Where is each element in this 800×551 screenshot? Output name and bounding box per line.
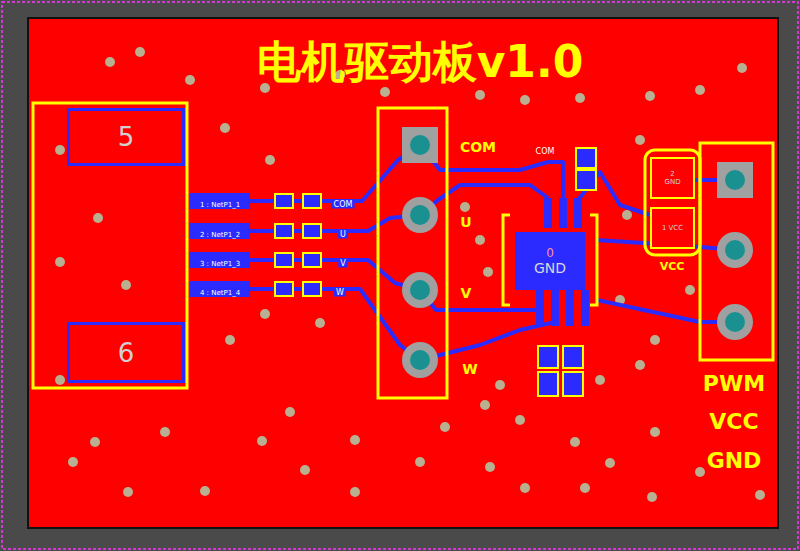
pin-label: W <box>462 361 477 377</box>
power-header-pins <box>717 162 753 340</box>
ic-outline <box>503 215 597 305</box>
node-text: 2 GND <box>662 170 684 186</box>
pin-label-holder: U <box>460 212 471 231</box>
node-text: 0 <box>546 246 554 260</box>
net-label: COM <box>332 200 355 209</box>
capacitor-outline <box>645 150 700 255</box>
pin-label-holder: W <box>462 359 477 378</box>
traces <box>250 145 735 360</box>
connector-pad: 5 <box>67 108 185 166</box>
connector-pad: 6 <box>67 322 185 383</box>
capacitor-pad: 2 GND <box>650 157 695 199</box>
silk-label-holder: VCC <box>660 255 685 274</box>
net-label-holder: V <box>338 251 347 270</box>
node-text: GND <box>534 260 566 276</box>
net-label-holder: COM <box>332 192 355 211</box>
pad-net-name-holder: 1 : NetP1_1 <box>200 192 240 211</box>
pin-label-holder: COM <box>460 137 496 156</box>
board-title-holder: 电机驱动板v1.0 <box>257 33 584 92</box>
net-label: COM <box>535 147 556 156</box>
pin-label-holder: V <box>461 283 472 302</box>
power-pin-label: GND <box>707 448 762 473</box>
net-label-holder: W <box>334 280 346 299</box>
pad-net-name: 2 : NetP1_2 <box>200 231 240 239</box>
ic-body: 0GND <box>515 232 585 290</box>
vias <box>55 47 765 502</box>
net-label: W <box>334 288 346 297</box>
pin-label: COM <box>460 139 496 155</box>
series-resistors <box>275 194 321 296</box>
node-text: 6 <box>118 338 135 368</box>
header-pins <box>402 127 438 378</box>
net-label: V <box>338 259 347 268</box>
header-outline <box>378 108 447 398</box>
power-pin-label-holder: VCC <box>709 409 758 434</box>
capacitor-pad: 1 VCC <box>650 207 695 249</box>
net-label: U <box>338 230 348 239</box>
fpc-fingers <box>190 193 250 297</box>
pad-net-name: 4 : NetP1_4 <box>200 289 240 297</box>
pad-net-name: 3 : NetP1_3 <box>200 260 240 268</box>
pad-net-name-holder: 2 : NetP1_2 <box>200 222 240 241</box>
power-pin-label: VCC <box>709 409 758 434</box>
pad-net-name: 1 : NetP1_1 <box>200 201 240 209</box>
board-title: 电机驱动板v1.0 <box>257 33 584 92</box>
silk-label: VCC <box>660 260 685 273</box>
connector-outline <box>33 103 187 388</box>
pin-label: V <box>461 285 472 301</box>
power-header-outline <box>700 143 773 360</box>
node-text: 5 <box>118 122 135 152</box>
pad-net-name-holder: 4 : NetP1_4 <box>200 280 240 299</box>
node-text: 1 VCC <box>662 224 684 232</box>
board-copper <box>28 18 778 528</box>
pad-net-name-holder: 3 : NetP1_3 <box>200 251 240 270</box>
power-pin-label-holder: GND <box>707 448 762 473</box>
pin-label: U <box>460 214 471 230</box>
power-pin-label: PWM <box>703 371 765 396</box>
net-label-holder: U <box>338 222 348 241</box>
net-label-holder: COM <box>535 139 556 158</box>
power-pin-label-holder: PWM <box>703 371 765 396</box>
